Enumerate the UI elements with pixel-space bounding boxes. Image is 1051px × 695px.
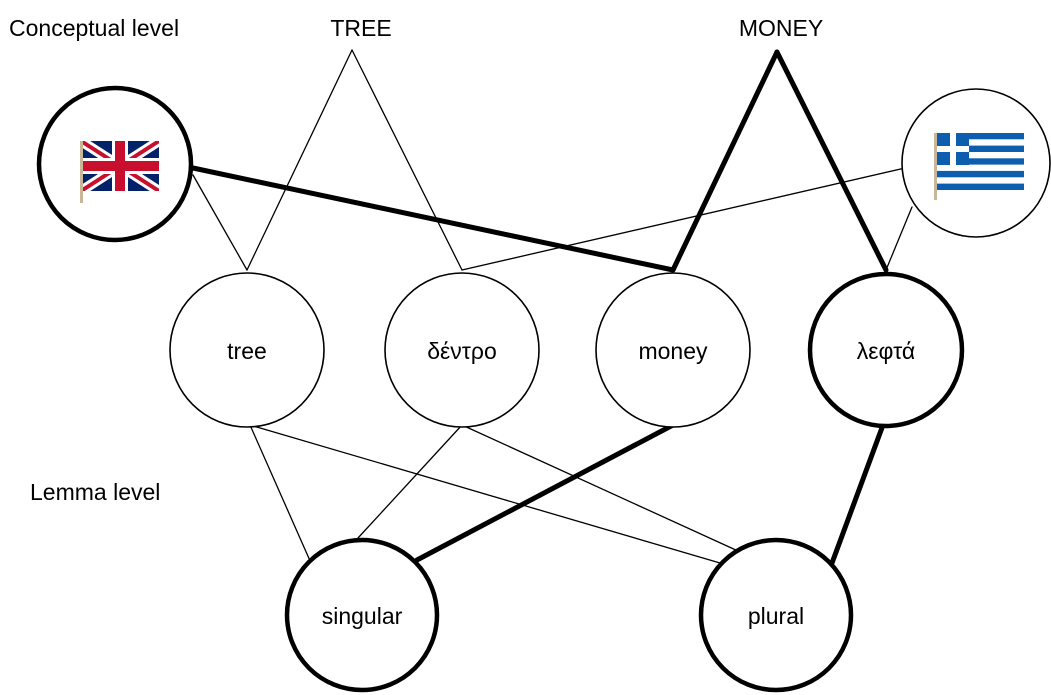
edge-tree-concept-to-tree-lemma bbox=[246, 49, 353, 271]
english-language-node bbox=[36, 85, 194, 243]
lemma-dentro-circle bbox=[384, 272, 540, 428]
feature-node-singular: singular bbox=[284, 537, 440, 693]
edge-dentro-lemma-to-plural bbox=[461, 424, 739, 552]
edges-thin bbox=[192, 49, 913, 564]
greek-language-node bbox=[901, 88, 1051, 238]
lemma-node-lefta: λεφτά bbox=[807, 271, 965, 429]
lemma-tree-circle bbox=[169, 272, 325, 428]
edge-greek-to-dentro-lemma bbox=[461, 167, 906, 271]
lemma-lefta-circle bbox=[807, 271, 965, 429]
feature-plural-label: plural bbox=[748, 603, 804, 629]
edge-money-concept-to-lefta-lemma bbox=[774, 49, 889, 273]
lemma-money-circle bbox=[595, 272, 751, 428]
lemma-money-label: money bbox=[638, 338, 708, 364]
concept-tree-label: TREE bbox=[330, 15, 391, 41]
edge-tree-concept-to-dentro-lemma bbox=[351, 49, 463, 271]
feature-plural-circle bbox=[698, 537, 854, 693]
lemma-node-dentro: δέντρο bbox=[384, 272, 540, 428]
edge-greek-to-lefta-lemma bbox=[885, 206, 913, 271]
lemma-level-label: Lemma level bbox=[30, 479, 160, 505]
feature-singular-circle bbox=[284, 537, 440, 693]
lemma-node-money: money bbox=[595, 272, 751, 428]
lemma-lefta-label: λεφτά bbox=[857, 338, 915, 364]
edge-tree-lemma-to-singular bbox=[249, 424, 312, 564]
concept-money-label: MONEY bbox=[739, 15, 823, 41]
feature-singular-label: singular bbox=[322, 603, 403, 629]
edge-money-lemma-to-singular bbox=[414, 422, 676, 563]
edge-money-concept-to-money-lemma bbox=[670, 49, 780, 273]
greek-flag-icon bbox=[934, 133, 1024, 200]
edge-english-to-tree-lemma bbox=[192, 174, 248, 271]
lemma-node-tree: tree bbox=[169, 272, 325, 428]
conceptual-level-label: Conceptual level bbox=[9, 15, 179, 41]
edge-lefta-lemma-to-plural bbox=[829, 422, 886, 566]
edge-dentro-lemma-to-singular bbox=[357, 424, 463, 539]
edge-english-to-money-lemma bbox=[190, 165, 676, 273]
feature-node-plural: plural bbox=[698, 537, 854, 693]
uk-flag-icon bbox=[80, 141, 159, 203]
lemma-dentro-label: δέντρο bbox=[427, 338, 497, 364]
edges-thick bbox=[190, 49, 889, 566]
lemma-tree-label: tree bbox=[227, 338, 267, 364]
edge-tree-lemma-to-plural bbox=[249, 424, 721, 564]
